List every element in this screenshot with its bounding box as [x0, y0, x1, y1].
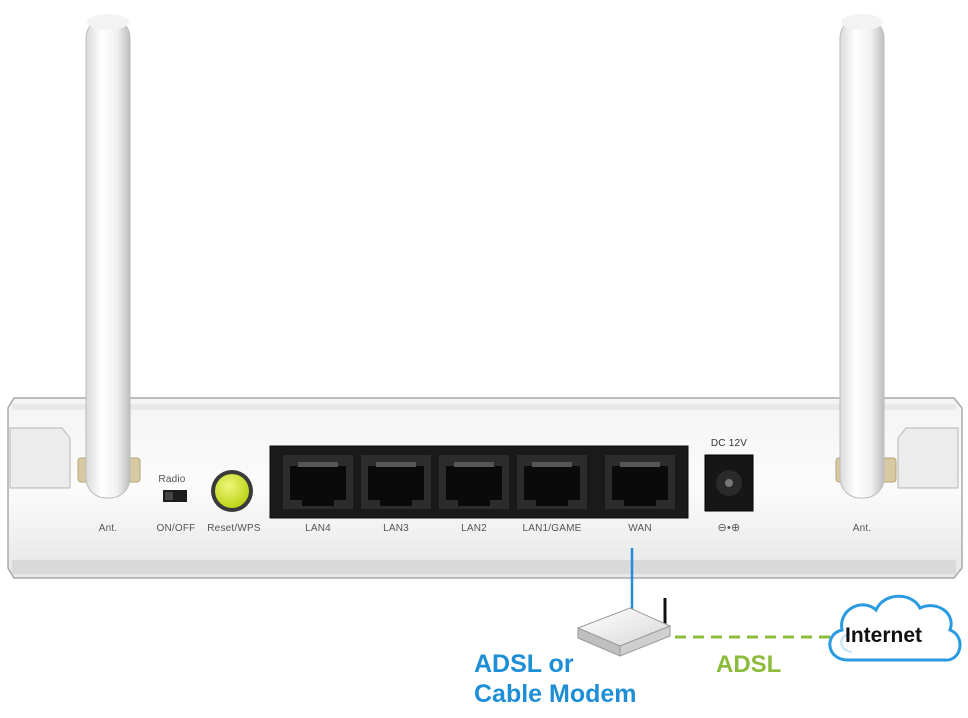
reset-wps-button[interactable] [211, 470, 253, 512]
radio-label: Radio [158, 474, 186, 485]
modem-label-line1: ADSL or [474, 650, 574, 678]
port-label-wan: WAN [628, 523, 652, 534]
antenna-left-label: Ant. [98, 523, 118, 534]
ethernet-port-lan1[interactable] [517, 455, 587, 509]
port-label-lan1-game: LAN1/GAME [522, 523, 582, 534]
modem-label-line2: Cable Modem [474, 680, 637, 708]
polarity-icon: ⊖•⊕ [717, 522, 741, 534]
ethernet-port-lan4[interactable] [283, 455, 353, 509]
antenna-right-label: Ant. [852, 523, 872, 534]
internet-label: Internet [845, 624, 923, 647]
antenna-left [85, 14, 131, 499]
antenna-right [839, 14, 885, 499]
reset-wps-label: Reset/WPS [207, 523, 261, 534]
port-label-lan4: LAN4 [305, 523, 331, 534]
dc-label: DC 12V [710, 438, 748, 449]
modem-device [576, 598, 672, 657]
onoff-label: ON/OFF [156, 523, 196, 534]
radio-switch[interactable] [163, 490, 187, 502]
ethernet-port-wan[interactable] [605, 455, 675, 509]
dc-power-jack[interactable] [704, 454, 754, 512]
ethernet-port-lan3[interactable] [361, 455, 431, 509]
ethernet-port-lan2[interactable] [439, 455, 509, 509]
internet-cloud [828, 594, 962, 662]
port-label-lan3: LAN3 [383, 523, 409, 534]
port-label-lan2: LAN2 [461, 523, 487, 534]
adsl-label: ADSL [716, 651, 782, 678]
